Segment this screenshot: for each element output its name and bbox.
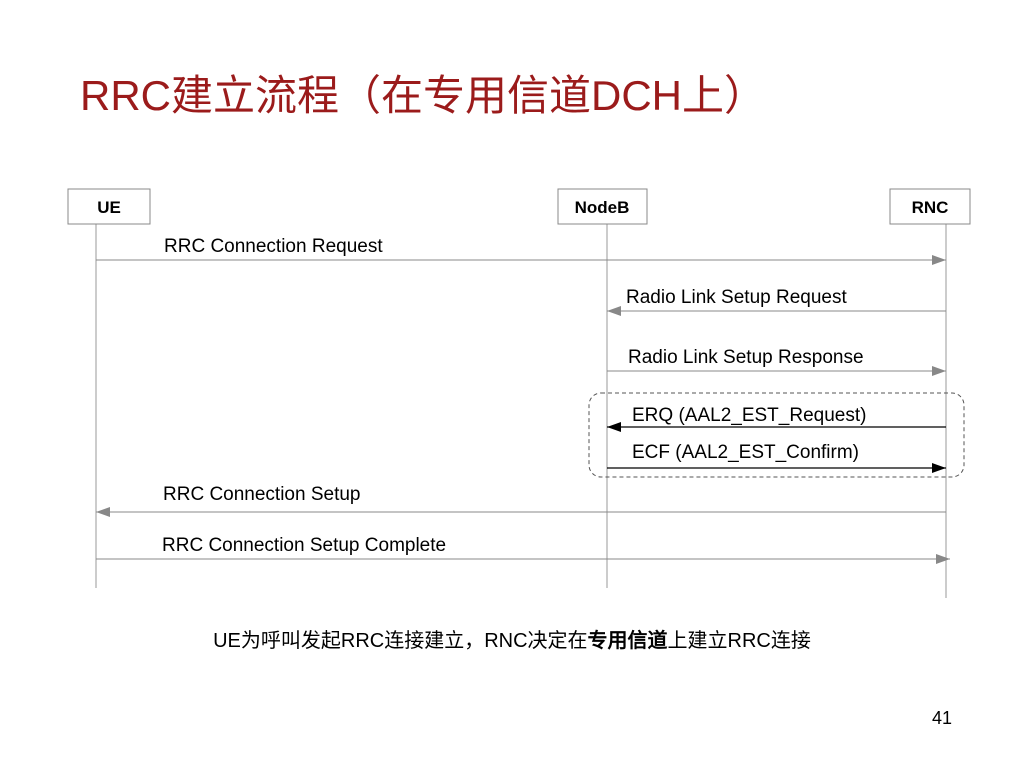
- message-rrc-connection-setup-complete: RRC Connection Setup Complete: [96, 535, 950, 564]
- entity-nodeb: NodeB: [557, 188, 648, 225]
- entity-nodeb-label: NodeB: [575, 198, 630, 217]
- message-label: Radio Link Setup Request: [626, 287, 847, 308]
- caption-emphasis: 专用信道: [587, 630, 668, 652]
- message-label: ERQ (AAL2_EST_Request): [632, 405, 866, 426]
- message-label: RRC Connection Setup Complete: [162, 535, 446, 556]
- message-erq: ERQ (AAL2_EST_Request): [607, 405, 946, 432]
- message-ecf: ECF (AAL2_EST_Confirm): [607, 442, 946, 473]
- entity-rnc: RNC: [889, 188, 971, 225]
- message-label: ECF (AAL2_EST_Confirm): [632, 442, 859, 463]
- slide-caption: UE为呼叫发起RRC连接建立，RNC决定在专用信道上建立RRC连接: [0, 624, 1024, 653]
- page-title: RRC建立流程（在专用信道DCH上）: [80, 72, 766, 119]
- entity-ue-label: UE: [97, 198, 121, 217]
- caption-part-1: UE为呼叫发起RRC连接建立，RNC决定在: [213, 630, 588, 652]
- entity-ue: UE: [67, 188, 151, 225]
- message-radio-link-setup-response: Radio Link Setup Response: [607, 347, 946, 376]
- entity-rnc-label: RNC: [912, 198, 949, 217]
- caption-part-2: 上建立RRC连接: [667, 630, 811, 652]
- page-number: 41: [932, 708, 953, 728]
- message-rrc-connection-request: RRC Connection Request: [96, 236, 946, 265]
- message-label: RRC Connection Setup: [163, 484, 361, 505]
- aal2-group-box: [588, 392, 965, 478]
- message-radio-link-setup-request: Radio Link Setup Request: [607, 287, 946, 316]
- message-label: RRC Connection Request: [164, 236, 383, 257]
- message-rrc-connection-setup: RRC Connection Setup: [96, 484, 946, 517]
- message-label: Radio Link Setup Response: [628, 347, 864, 368]
